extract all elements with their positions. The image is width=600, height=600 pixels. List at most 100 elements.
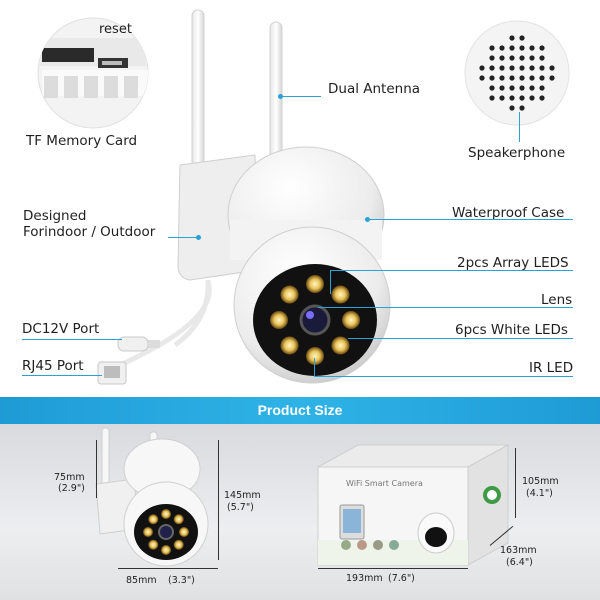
speaker-hole xyxy=(529,95,535,101)
lead-ir-led-v xyxy=(314,358,315,376)
led-light xyxy=(306,347,324,365)
dim-box-depth-mm: 163mm xyxy=(500,545,537,556)
dim-cam-total-mm: 145mm xyxy=(224,490,261,501)
lead-dc-port xyxy=(22,339,122,340)
speaker-hole xyxy=(529,55,535,61)
callout-reset: reset xyxy=(99,22,132,37)
rj45-plug xyxy=(97,361,127,385)
speaker-hole xyxy=(529,85,535,91)
speaker-hole xyxy=(499,65,505,71)
led-light xyxy=(143,527,153,537)
speaker-hole xyxy=(529,75,535,81)
callout-designed-2: Forindoor / Outdoor xyxy=(23,224,156,240)
led-light xyxy=(173,514,184,525)
dim-box-width-in: (7.6") xyxy=(388,573,415,584)
led-light xyxy=(270,311,288,329)
led-light xyxy=(306,275,324,293)
callout-designed-1: Designed xyxy=(23,208,87,224)
callout-waterproof: Waterproof Case xyxy=(452,205,565,221)
dim-line-box-width xyxy=(318,568,468,569)
speaker-hole xyxy=(479,75,485,81)
led-light xyxy=(161,509,171,519)
speaker-hole xyxy=(519,105,525,111)
led-light xyxy=(280,336,299,355)
dc-plug xyxy=(117,336,160,352)
speaker-hole xyxy=(539,55,545,61)
camera-main xyxy=(118,9,391,384)
tf-card-inset xyxy=(37,17,149,129)
speaker-hole xyxy=(489,65,495,71)
product-size-banner: Product Size xyxy=(0,397,600,424)
dim-cam-height-mm: 75mm xyxy=(54,472,85,483)
led-light xyxy=(179,527,189,537)
speaker-hole xyxy=(529,45,535,51)
speaker-hole xyxy=(519,55,525,61)
speaker-hole xyxy=(509,35,515,41)
led-light xyxy=(331,285,350,304)
speaker-hole xyxy=(509,85,515,91)
lead-white-leds xyxy=(348,338,573,339)
lead-lens xyxy=(318,307,573,308)
speaker-hole xyxy=(519,75,525,81)
callout-tf-card: TF Memory Card xyxy=(26,133,138,149)
speaker-hole xyxy=(499,55,505,61)
speaker-hole xyxy=(509,95,515,101)
led-light xyxy=(148,539,159,550)
lead-waterproof xyxy=(368,219,573,220)
speaker-hole xyxy=(489,45,495,51)
dim-line-cam-width xyxy=(118,568,218,569)
callout-speakerphone: Speakerphone xyxy=(468,145,566,161)
dim-box-height-mm: 105mm xyxy=(522,476,559,487)
led-light xyxy=(342,311,360,329)
speaker-hole xyxy=(529,65,535,71)
led-light xyxy=(161,545,171,555)
lead-speakerphone xyxy=(519,112,520,142)
speaker-hole xyxy=(539,65,545,71)
speaker-hole xyxy=(509,65,515,71)
dot-designed xyxy=(196,235,201,240)
callout-dc-port: DC12V Port xyxy=(22,321,100,337)
dim-line-cam-total xyxy=(218,440,219,560)
dim-line-box-height xyxy=(515,448,516,518)
dim-box-height-in: (4.1") xyxy=(526,488,553,499)
speaker-hole xyxy=(519,45,525,51)
lead-designed xyxy=(168,237,198,238)
lead-array-leds xyxy=(330,270,573,271)
speaker-hole xyxy=(499,85,505,91)
banner-title: Product Size xyxy=(257,402,343,418)
dim-line-cam-height xyxy=(96,440,97,498)
speaker-hole xyxy=(489,95,495,101)
speaker-hole xyxy=(539,45,545,51)
speaker-hole xyxy=(489,55,495,61)
callout-white-leds: 6pcs White LEDs xyxy=(455,322,568,338)
speaker-hole xyxy=(489,75,495,81)
speaker-hole xyxy=(539,95,545,101)
speaker-hole xyxy=(519,65,525,71)
retail-box xyxy=(317,444,509,566)
led-light xyxy=(148,514,159,525)
dim-cam-width: 85mm xyxy=(126,575,157,586)
callout-lens: Lens xyxy=(541,292,573,308)
speaker-hole xyxy=(519,85,525,91)
speaker-hole xyxy=(539,75,545,81)
speaker-hole xyxy=(519,95,525,101)
callout-ir-led: IR LED xyxy=(529,360,574,376)
dim-cam-width-in: (3.3") xyxy=(168,575,195,586)
led-light xyxy=(173,539,184,550)
callout-array-leds: 2pcs Array LEDS xyxy=(457,255,569,271)
dim-cam-total-in: (5.7") xyxy=(227,502,254,513)
lead-ir-led xyxy=(314,376,573,377)
led-light xyxy=(280,285,299,304)
speaker-hole xyxy=(519,35,525,41)
dot-waterproof xyxy=(365,217,370,222)
dim-box-width: 193mm xyxy=(346,573,383,584)
lead-array-leds-v xyxy=(330,270,331,294)
speaker-hole xyxy=(509,105,515,111)
speaker-hole xyxy=(509,55,515,61)
led-light xyxy=(331,336,350,355)
lead-dual-antenna xyxy=(281,96,321,97)
speaker-hole xyxy=(509,45,515,51)
callout-rj45: RJ45 Port xyxy=(22,358,84,374)
speaker-hole xyxy=(479,65,485,71)
dot-dual-antenna xyxy=(278,94,283,99)
